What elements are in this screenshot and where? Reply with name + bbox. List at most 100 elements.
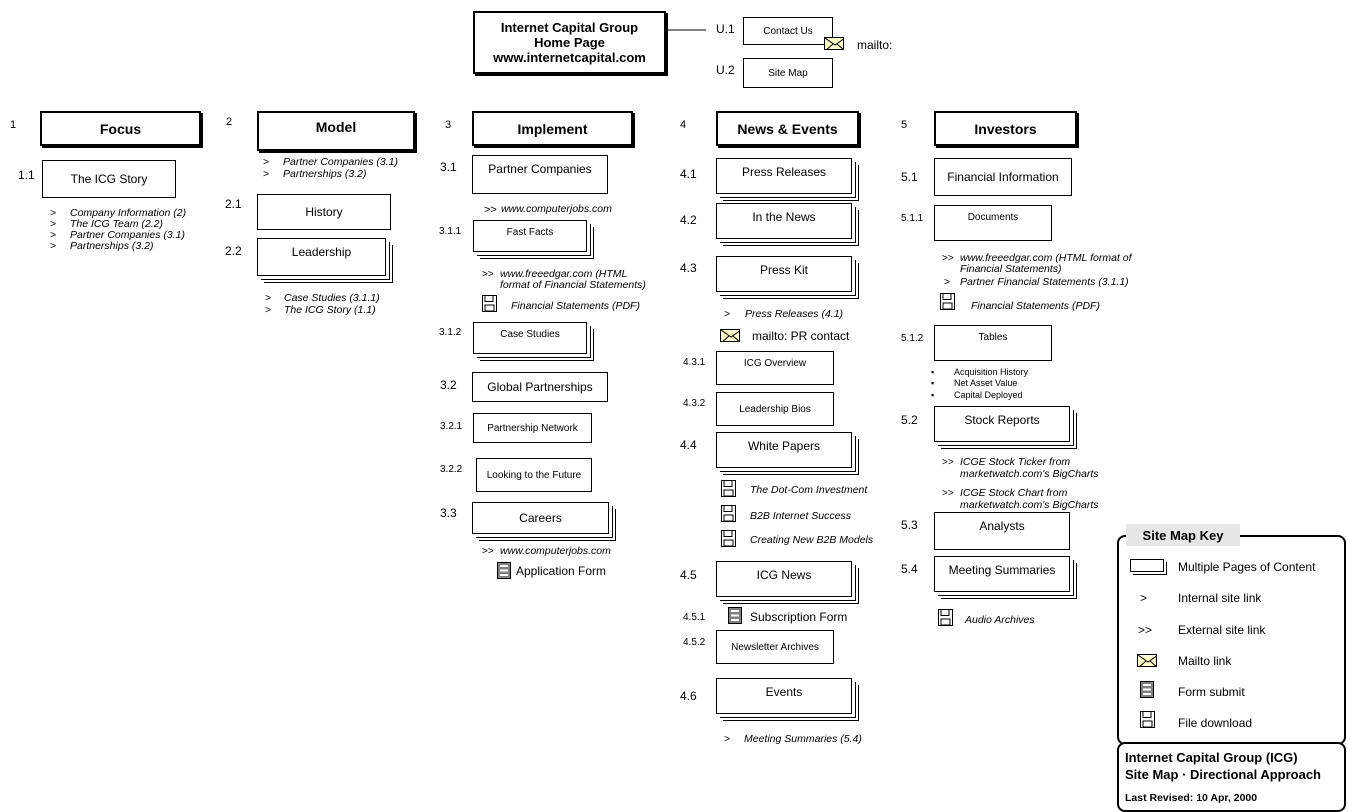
inv-ext-arrow-2: >> bbox=[942, 457, 954, 468]
stock-ticker-line1: ICGE Stock Ticker from bbox=[960, 456, 1071, 468]
impl-3-1-1-number: 3.1.1 bbox=[439, 226, 462, 237]
icg-news-label: ICG News bbox=[756, 568, 812, 582]
tables-bullet-mark-2: ▪ bbox=[931, 378, 935, 388]
meeting-summaries-box: Meeting Summaries bbox=[934, 556, 1070, 592]
events-link: Meeting Summaries (5.4) bbox=[744, 733, 862, 745]
partner-companies-box: Partner Companies bbox=[472, 155, 608, 194]
white-papers-box: White Papers bbox=[716, 432, 852, 468]
icg-story-box: The ICG Story bbox=[42, 160, 176, 198]
stock-chart-line1: ICGE Stock Chart from bbox=[960, 487, 1068, 499]
u1-number: U.1 bbox=[716, 22, 735, 36]
news-4-5-number: 4.5 bbox=[680, 568, 697, 582]
stock-chart-line2: marketwatch.com's BigCharts bbox=[960, 499, 1099, 511]
implement-title: Implement bbox=[517, 120, 588, 137]
model-link-arrow-2: > bbox=[263, 168, 270, 180]
meeting-summaries-label: Meeting Summaries bbox=[948, 563, 1056, 577]
white-paper-file-2: B2B Internet Success bbox=[750, 510, 851, 522]
analysts-label: Analysts bbox=[979, 519, 1025, 533]
focus-link-4: Partnerships (3.2) bbox=[70, 240, 154, 252]
home-title-line1: Internet Capital Group bbox=[500, 20, 639, 35]
impl-3-1-number: 3.1 bbox=[440, 160, 457, 174]
focus-link-1: Company Information (2) bbox=[70, 207, 187, 219]
subscription-form-label: Subscription Form bbox=[750, 610, 848, 624]
white-paper-file-1: The Dot-Com Investment bbox=[750, 484, 868, 496]
floppy-disk-icon bbox=[721, 505, 736, 522]
key-external-symbol: >> bbox=[1138, 623, 1153, 637]
events-link-arrow: > bbox=[724, 733, 731, 745]
inv-5-2-number: 5.2 bbox=[901, 413, 918, 427]
model-number: 2 bbox=[226, 116, 233, 128]
home-url: www.internetcapital.com bbox=[493, 50, 646, 65]
looking-future-label: Looking to the Future bbox=[486, 469, 582, 481]
tables-bullet-3: Capital Deployed bbox=[954, 390, 1023, 400]
focus-header: Focus bbox=[40, 111, 201, 146]
envelope-icon bbox=[720, 329, 740, 342]
focus-link-arrow-4: > bbox=[50, 240, 57, 252]
leadership-bios-box: Leadership Bios bbox=[716, 392, 834, 426]
focus-1-1-number: 1.1 bbox=[18, 168, 35, 182]
documents-int-arrow: > bbox=[944, 276, 951, 288]
press-kit-link-arrow: > bbox=[724, 308, 731, 320]
leadership-link-2: The ICG Story (1.1) bbox=[284, 304, 376, 316]
model-header: Model bbox=[257, 111, 415, 151]
envelope-icon bbox=[1137, 654, 1157, 667]
floppy-disk-icon bbox=[940, 293, 955, 310]
inv-5-4-number: 5.4 bbox=[901, 562, 918, 576]
press-releases-label: Press Releases bbox=[741, 165, 827, 179]
white-paper-file-3: Creating New B2B Models bbox=[750, 534, 874, 546]
title-block-line2: Site Map · Directional Approach bbox=[1125, 767, 1321, 782]
inv-5-1-1-number: 5.1.1 bbox=[901, 213, 924, 224]
press-kit-label: Press Kit bbox=[759, 263, 808, 277]
floppy-disk-icon bbox=[938, 609, 953, 626]
form-icon bbox=[497, 562, 511, 579]
financial-information-box: Financial Information bbox=[934, 158, 1072, 196]
financial-information-label: Financial Information bbox=[947, 170, 1059, 184]
impl-3-3-number: 3.3 bbox=[440, 506, 457, 520]
events-label: Events bbox=[765, 685, 803, 699]
leadership-label: Leadership bbox=[291, 245, 352, 259]
impl-3-1-2-number: 3.1.2 bbox=[439, 327, 462, 338]
white-papers-label: White Papers bbox=[747, 439, 821, 453]
model-link-1: Partner Companies (3.1) bbox=[283, 156, 398, 168]
inv-5-3-number: 5.3 bbox=[901, 518, 918, 532]
key-form-submit: Form submit bbox=[1178, 685, 1245, 699]
contact-mailto: mailto: bbox=[857, 38, 893, 52]
leadership-bios-label: Leadership Bios bbox=[739, 403, 811, 415]
impl-ext-arrow-2: >> bbox=[482, 269, 494, 280]
floppy-disk-icon bbox=[1140, 711, 1155, 728]
news-4-3-2-number: 4.3.2 bbox=[683, 398, 706, 409]
key-internal-link: Internal site link bbox=[1178, 591, 1262, 605]
stock-ticker-line2: marketwatch.com's BigCharts bbox=[960, 468, 1099, 480]
key-mailto: Mailto link bbox=[1178, 654, 1232, 668]
investors-header: Investors bbox=[934, 111, 1077, 146]
partner-companies-label: Partner Companies bbox=[488, 162, 592, 176]
key-external-link: External site link bbox=[1178, 623, 1266, 637]
implement-number: 3 bbox=[445, 119, 452, 131]
site-map-label: Site Map bbox=[768, 67, 808, 79]
impl-3-2-number: 3.2 bbox=[440, 378, 457, 392]
implement-header: Implement bbox=[472, 111, 633, 146]
tables-box: Tables bbox=[934, 325, 1052, 361]
tables-bullet-mark-3: ▪ bbox=[931, 390, 935, 400]
focus-number: 1 bbox=[10, 119, 17, 131]
news-header: News & Events bbox=[716, 111, 859, 146]
title-block-line1: Internet Capital Group (ICG) bbox=[1125, 750, 1298, 765]
stock-reports-label: Stock Reports bbox=[964, 413, 1040, 427]
news-4-1-number: 4.1 bbox=[680, 167, 697, 181]
global-partnerships-label: Global Partnerships bbox=[487, 380, 593, 394]
partnership-network-box: Partnership Network bbox=[473, 413, 592, 443]
fast-facts-box: Fast Facts bbox=[473, 220, 587, 252]
news-title: News & Events bbox=[737, 120, 838, 137]
leadership-link-arrow-1: > bbox=[265, 292, 272, 304]
focus-link-3: Partner Companies (3.1) bbox=[70, 229, 185, 241]
model-link-2: Partnerships (3.2) bbox=[283, 168, 367, 180]
impl-ext-arrow-3: >> bbox=[482, 546, 494, 557]
home-title-line2: Home Page bbox=[534, 35, 605, 50]
newsletter-archives-box: Newsletter Archives bbox=[716, 630, 834, 664]
focus-link-arrow-2: > bbox=[50, 218, 57, 230]
focus-link-2: The ICG Team (2.2) bbox=[70, 218, 163, 230]
envelope-icon bbox=[824, 37, 844, 50]
model-title: Model bbox=[315, 119, 357, 135]
fast-facts-label: Fast Facts bbox=[506, 227, 554, 238]
